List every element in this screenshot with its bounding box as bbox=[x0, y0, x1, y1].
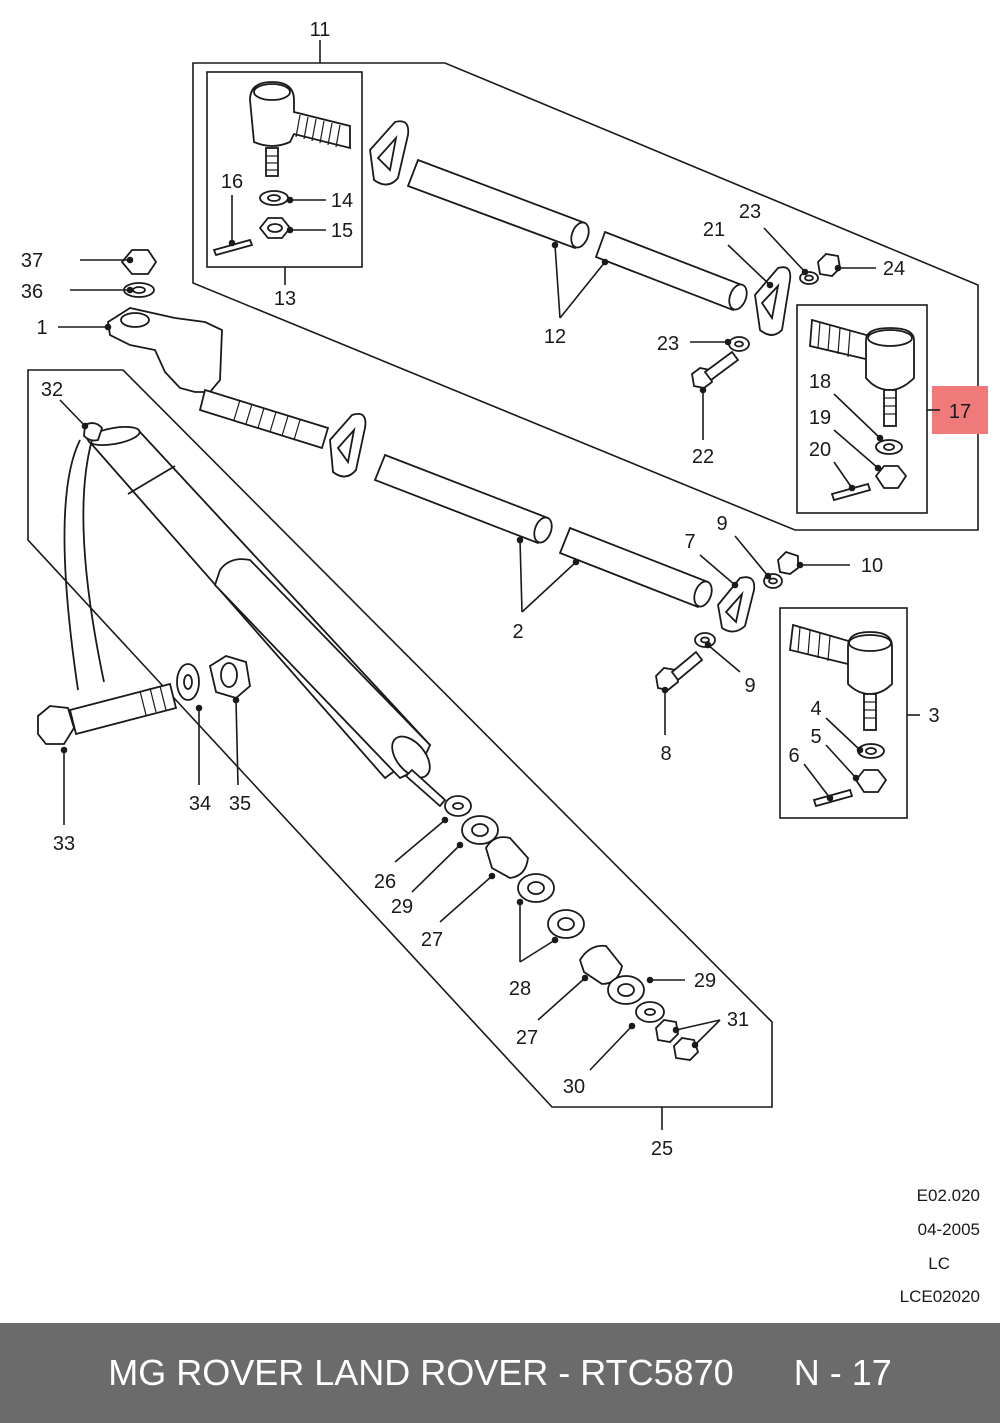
leader-lines bbox=[58, 40, 940, 1130]
callout-37: 37 bbox=[21, 250, 43, 272]
reference-line: LC bbox=[928, 1254, 950, 1273]
callout-36: 36 bbox=[21, 281, 43, 303]
callout-12: 12 bbox=[544, 326, 566, 348]
callout-34: 34 bbox=[189, 793, 211, 815]
callout-11: 11 bbox=[310, 19, 331, 41]
callout-29-lower: 29 bbox=[694, 970, 716, 992]
callout-5: 5 bbox=[810, 726, 821, 748]
callout-27-lower: 27 bbox=[516, 1027, 538, 1049]
callout-33: 33 bbox=[53, 833, 75, 855]
reference-code: E02.020 bbox=[916, 1186, 980, 1205]
inset-17-box bbox=[796, 304, 928, 514]
callout-14: 14 bbox=[331, 190, 353, 212]
callout-28: 28 bbox=[509, 978, 531, 1000]
damper-parts bbox=[37, 422, 700, 1061]
footer-bar: MG ROVER LAND ROVER - RTC5870 N - 17 bbox=[0, 1323, 1000, 1423]
inset-3-box bbox=[779, 607, 908, 819]
callout-7: 7 bbox=[684, 531, 695, 553]
callout-9-upper: 9 bbox=[716, 513, 727, 535]
callout-20: 20 bbox=[809, 439, 831, 461]
reference-date: 04-2005 bbox=[917, 1220, 980, 1239]
drag-link-parts bbox=[107, 81, 915, 808]
callout-24: 24 bbox=[883, 258, 905, 280]
reference-id: LCE02020 bbox=[899, 1287, 980, 1306]
callout-8: 8 bbox=[660, 743, 671, 765]
assembly-25-outline bbox=[27, 369, 773, 1108]
callout-6: 6 bbox=[788, 745, 799, 767]
callout-2: 2 bbox=[512, 621, 523, 643]
callout-35: 35 bbox=[229, 793, 251, 815]
footer-title: MG ROVER LAND ROVER - RTC5870 bbox=[108, 1352, 734, 1393]
callout-10: 10 bbox=[861, 555, 883, 577]
callout-17: 17 bbox=[949, 401, 971, 423]
callout-13: 13 bbox=[274, 288, 296, 310]
callout-30: 30 bbox=[563, 1076, 585, 1098]
callout-22: 22 bbox=[692, 446, 714, 468]
callout-4: 4 bbox=[810, 698, 821, 720]
assembly-11-outline bbox=[192, 62, 979, 531]
callout-labels: 11 16 14 15 13 12 21 23 24 23 22 18 19 2… bbox=[21, 19, 971, 1160]
parts-diagram: 11 16 14 15 13 12 21 23 24 23 22 18 19 2… bbox=[21, 19, 988, 1160]
footer-page: N - 17 bbox=[793, 1352, 892, 1393]
callout-27-upper: 27 bbox=[421, 929, 443, 951]
callout-32: 32 bbox=[41, 379, 63, 401]
callout-21: 21 bbox=[703, 219, 725, 241]
highlight-17-box bbox=[932, 386, 988, 434]
callout-16: 16 bbox=[221, 171, 243, 193]
callout-9-lower: 9 bbox=[744, 675, 755, 697]
callout-26: 26 bbox=[374, 871, 396, 893]
callout-23-upper: 23 bbox=[739, 201, 761, 223]
callout-3: 3 bbox=[928, 705, 939, 727]
callout-19: 19 bbox=[809, 407, 831, 429]
callout-25: 25 bbox=[651, 1138, 673, 1160]
callout-18: 18 bbox=[809, 371, 831, 393]
callout-31: 31 bbox=[727, 1009, 749, 1031]
callout-23-lower: 23 bbox=[657, 333, 679, 355]
callout-15: 15 bbox=[331, 220, 353, 242]
callout-1: 1 bbox=[36, 317, 47, 339]
callout-29-upper: 29 bbox=[391, 896, 413, 918]
